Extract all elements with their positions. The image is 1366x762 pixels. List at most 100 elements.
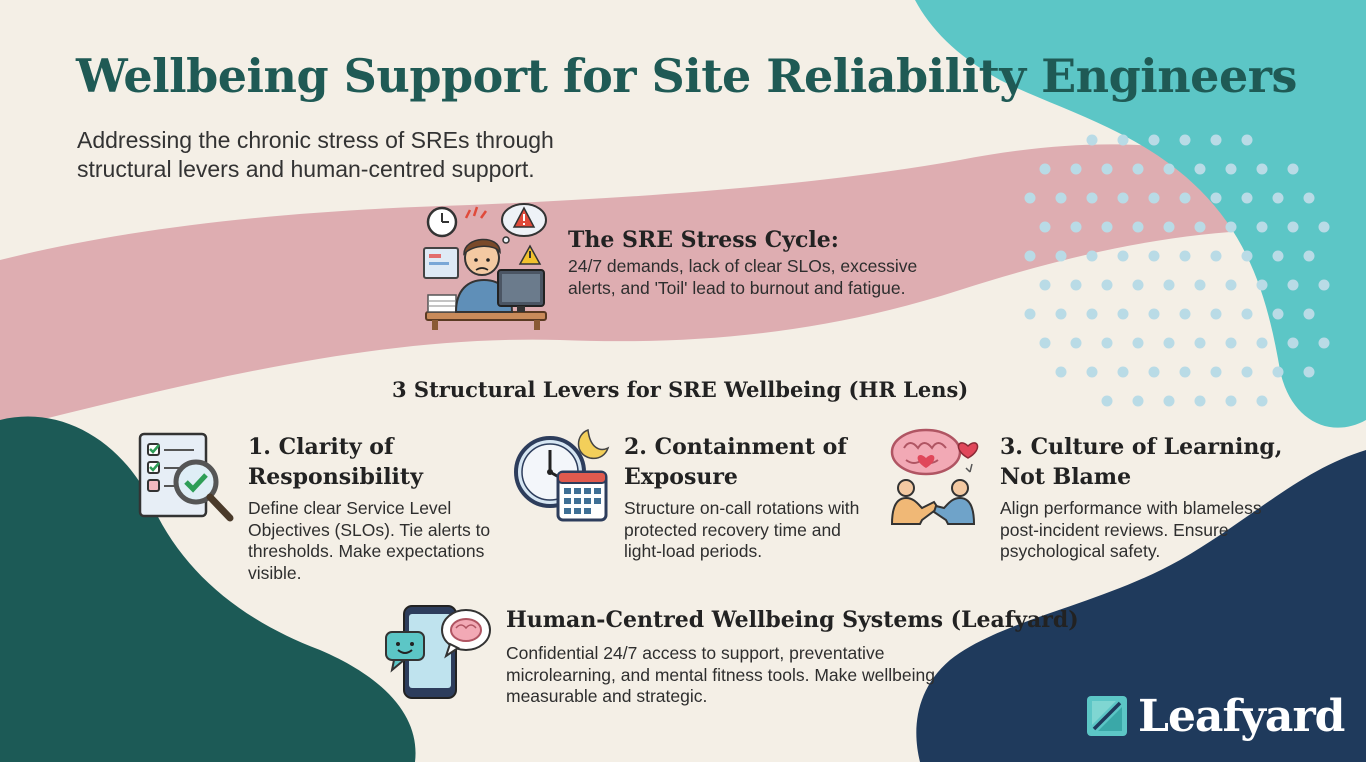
- decor-dot: [1101, 221, 1113, 233]
- decor-dot: [1086, 308, 1098, 320]
- human-centred-body: Confidential 24/7 access to support, pre…: [506, 643, 935, 706]
- decor-dot: [1210, 308, 1222, 320]
- decor-dot: [1179, 192, 1191, 204]
- decor-dot: [1039, 221, 1051, 233]
- decor-dot: [1179, 250, 1191, 262]
- lever-1-title: 1. Clarity of Responsibility: [248, 434, 423, 490]
- decor-dot: [1210, 250, 1222, 262]
- decor-dot: [1179, 308, 1191, 320]
- phone-chat-icon: [385, 605, 491, 699]
- decor-dot: [1194, 221, 1206, 233]
- decor-dot: [1117, 308, 1129, 320]
- decor-dot: [1055, 366, 1067, 378]
- decor-dot: [1272, 250, 1284, 262]
- decor-dot: [1132, 221, 1144, 233]
- leaf-logo-icon: [1087, 696, 1127, 736]
- decor-dot: [1117, 366, 1129, 378]
- decor-dot: [1070, 279, 1082, 291]
- decor-dot: [1210, 366, 1222, 378]
- decor-dot: [1024, 308, 1036, 320]
- decor-dot: [1303, 308, 1315, 320]
- checklist-magnifier-icon: [138, 432, 234, 522]
- decor-dot: [1148, 308, 1160, 320]
- decor-dot: [1132, 279, 1144, 291]
- decor-dot: [1039, 279, 1051, 291]
- decor-dot: [1303, 192, 1315, 204]
- decor-dot: [1179, 366, 1191, 378]
- decor-dot: [1241, 134, 1253, 146]
- decor-dot: [1194, 395, 1206, 407]
- lever-1-body: Define clear Service Level Objectives (S…: [248, 498, 491, 583]
- lever-3-body: Align performance with blameless post-in…: [1000, 498, 1262, 561]
- decor-dot: [1163, 163, 1175, 175]
- decor-dot: [1225, 221, 1237, 233]
- decor-dot: [1194, 279, 1206, 291]
- stressed-engineer-icon: [423, 203, 547, 330]
- decor-dot: [1225, 279, 1237, 291]
- decor-dot: [1132, 163, 1144, 175]
- brand-logo: Leafyard: [1086, 686, 1345, 746]
- decor-dot: [1086, 134, 1098, 146]
- decor-dot: [1086, 366, 1098, 378]
- decor-dot: [1055, 192, 1067, 204]
- decor-dot: [1272, 192, 1284, 204]
- decor-dot: [1303, 366, 1315, 378]
- decor-dot: [1272, 308, 1284, 320]
- decor-dot: [1225, 395, 1237, 407]
- decor-dot: [1241, 192, 1253, 204]
- decor-dot: [1117, 192, 1129, 204]
- decor-dot: [1241, 308, 1253, 320]
- decor-dot: [1272, 366, 1284, 378]
- decor-dot: [1070, 221, 1082, 233]
- decor-dot: [1024, 192, 1036, 204]
- decor-dot: [1241, 366, 1253, 378]
- clock-calendar-icon: [514, 428, 610, 522]
- brain-handshake-icon: [890, 428, 979, 525]
- lever-2-title: 2. Containment of Exposure: [624, 434, 847, 490]
- decor-dot: [1101, 395, 1113, 407]
- decor-dot: [1039, 163, 1051, 175]
- decor-dot: [1163, 279, 1175, 291]
- decor-dot: [1086, 250, 1098, 262]
- lever-2-body: Structure on-call rotations with protect…: [624, 498, 860, 561]
- decor-dot: [1303, 250, 1315, 262]
- decor-dot: [1318, 221, 1330, 233]
- teal-blob: [915, 0, 1366, 428]
- decor-dot: [1148, 134, 1160, 146]
- decor-dot: [1256, 163, 1268, 175]
- decor-dot: [1287, 163, 1299, 175]
- decor-dot: [1070, 337, 1082, 349]
- decor-dot: [1148, 366, 1160, 378]
- decor-dot: [1148, 250, 1160, 262]
- decor-dot: [1256, 337, 1268, 349]
- decor-dot: [1055, 308, 1067, 320]
- decor-dot: [1086, 192, 1098, 204]
- brand-name: Leafyard: [1138, 690, 1345, 742]
- decor-dot: [1210, 134, 1222, 146]
- decor-dot: [1179, 134, 1191, 146]
- decor-dot: [1318, 279, 1330, 291]
- page-subtitle: Addressing the chronic stress of SREs th…: [77, 127, 554, 182]
- decor-dot: [1225, 163, 1237, 175]
- stress-cycle-heading: The SRE Stress Cycle:: [568, 227, 839, 253]
- decor-dot: [1287, 221, 1299, 233]
- lever-3-title: 3. Culture of Learning, Not Blame: [1000, 434, 1283, 490]
- decor-dot: [1101, 163, 1113, 175]
- decor-dot: [1039, 337, 1051, 349]
- dot-pattern: [1024, 134, 1330, 407]
- decor-dot: [1241, 250, 1253, 262]
- decor-dot: [1132, 337, 1144, 349]
- decor-dot: [1024, 250, 1036, 262]
- decor-dot: [1194, 163, 1206, 175]
- decor-dot: [1101, 279, 1113, 291]
- pink-wave-band: [0, 144, 1270, 430]
- decor-dot: [1194, 337, 1206, 349]
- decor-dot: [1163, 395, 1175, 407]
- dark-green-blob: [0, 416, 416, 762]
- decor-dot: [1210, 192, 1222, 204]
- decor-dot: [1101, 337, 1113, 349]
- decor-dot: [1117, 250, 1129, 262]
- decor-dot: [1117, 134, 1129, 146]
- decor-dot: [1256, 279, 1268, 291]
